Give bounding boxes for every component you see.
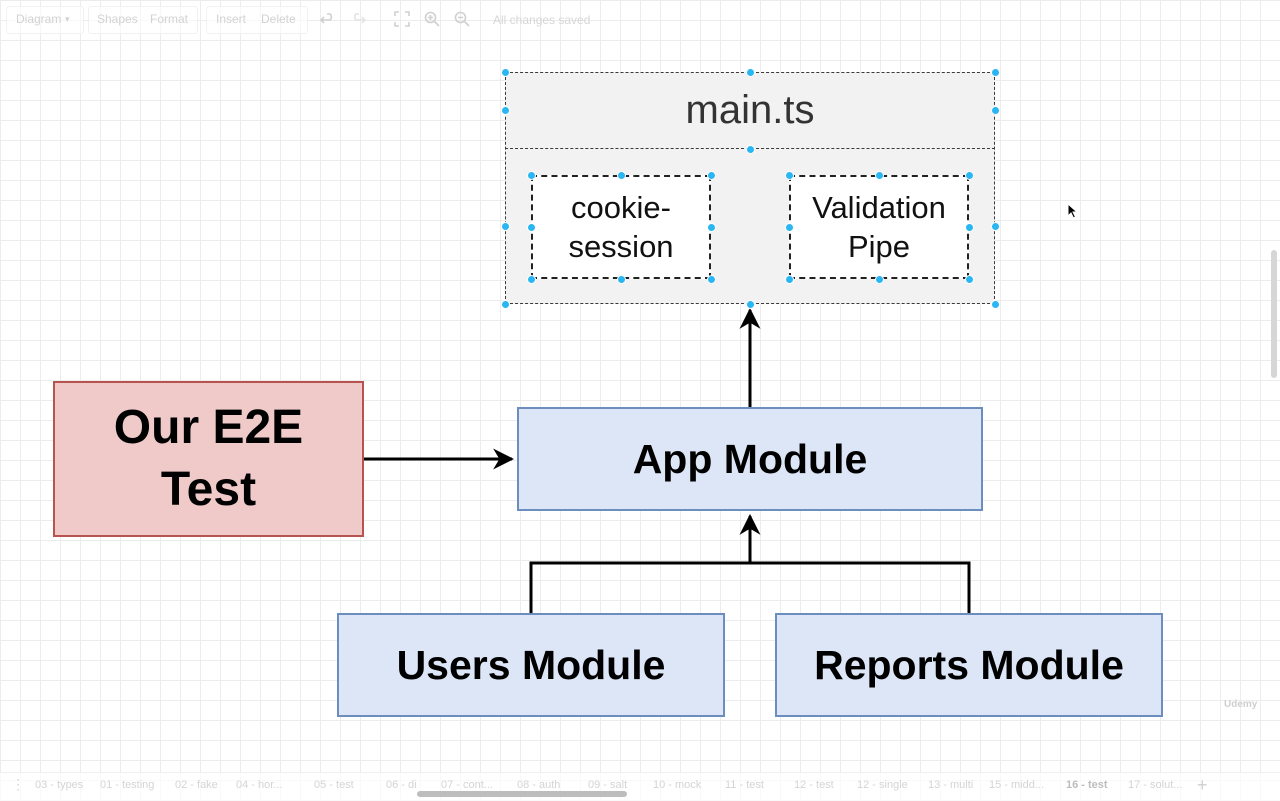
shapes-format-group bbox=[88, 6, 198, 34]
reports-module-label: Reports Module bbox=[814, 641, 1124, 688]
page-tab-active[interactable]: 16 - test bbox=[1066, 779, 1108, 791]
app-module-label: App Module bbox=[632, 435, 868, 482]
selection-handle[interactable] bbox=[707, 171, 716, 180]
page-tab[interactable]: 04 - hor... bbox=[236, 779, 283, 791]
selection-handle[interactable] bbox=[991, 106, 1000, 115]
horizontal-scrollbar[interactable] bbox=[417, 791, 627, 797]
selection-handle[interactable] bbox=[617, 275, 626, 284]
users-module-box[interactable]: Users Module bbox=[337, 613, 725, 717]
page-tab[interactable]: 13 - multi bbox=[928, 779, 974, 791]
delete-button[interactable]: Delete bbox=[261, 12, 296, 26]
selection-handle[interactable] bbox=[707, 223, 716, 232]
selection-handle[interactable] bbox=[527, 223, 536, 232]
page-tab[interactable]: 17 - solut... bbox=[1128, 779, 1183, 791]
page-tab[interactable]: 07 - cont... bbox=[441, 779, 493, 791]
selection-handle[interactable] bbox=[707, 275, 716, 284]
zoom-out-icon[interactable] bbox=[454, 11, 470, 27]
page-tab[interactable]: 10 - mock bbox=[653, 779, 702, 791]
page-tab[interactable]: 05 - test bbox=[314, 779, 354, 791]
edge-users-to-app[interactable] bbox=[529, 513, 761, 613]
zoom-in-icon[interactable] bbox=[424, 11, 440, 27]
page-tab[interactable]: 09 - salt bbox=[588, 779, 628, 791]
main-ts-title[interactable]: main.ts bbox=[505, 72, 995, 149]
reports-module-box[interactable]: Reports Module bbox=[775, 613, 1163, 717]
chevron-down-icon: ▾ bbox=[65, 14, 70, 24]
cookie-session-box[interactable]: cookie- session bbox=[531, 175, 711, 279]
selection-handle[interactable] bbox=[875, 171, 884, 180]
selection-handle[interactable] bbox=[785, 171, 794, 180]
udemy-watermark: Udemy bbox=[1224, 699, 1258, 710]
page-tab[interactable]: 03 - types bbox=[35, 779, 84, 791]
selection-handle[interactable] bbox=[527, 171, 536, 180]
e2e-test-label-line1: Our E2E bbox=[113, 401, 304, 454]
page-tab[interactable]: 01 - testing bbox=[100, 779, 155, 791]
page-tab[interactable]: 08 - auth bbox=[517, 779, 561, 791]
shapes-button[interactable]: Shapes bbox=[97, 12, 138, 26]
selection-handle[interactable] bbox=[991, 300, 1000, 309]
selection-handle[interactable] bbox=[746, 300, 755, 309]
diagram-menu-button[interactable]: Diagram bbox=[16, 12, 62, 26]
selection-handle[interactable] bbox=[501, 222, 510, 231]
selection-handle[interactable] bbox=[746, 145, 755, 154]
more-icon[interactable]: ⋮ bbox=[11, 776, 25, 792]
selection-handle[interactable] bbox=[527, 275, 536, 284]
diagram-menu-group bbox=[6, 6, 84, 34]
e2e-test-label-line2: Test bbox=[160, 463, 257, 516]
format-button[interactable]: Format bbox=[150, 12, 189, 26]
selection-handle[interactable] bbox=[617, 171, 626, 180]
toolbar: Diagram ▾ Shapes Format Insert Delete Al… bbox=[0, 0, 1280, 40]
vertical-scrollbar[interactable] bbox=[1271, 250, 1277, 378]
edge-reports-to-app[interactable] bbox=[750, 561, 971, 613]
selection-handle[interactable] bbox=[501, 106, 510, 115]
redo-icon[interactable] bbox=[350, 11, 366, 27]
page-tab[interactable]: 06 - di bbox=[386, 779, 417, 791]
page-tab-bar: ⋮ 03 - types 01 - testing 02 - fake 04 -… bbox=[0, 772, 1280, 801]
selection-handle[interactable] bbox=[785, 223, 794, 232]
selection-handle[interactable] bbox=[501, 68, 510, 77]
selection-handle[interactable] bbox=[746, 68, 755, 77]
insert-button[interactable]: Insert bbox=[216, 12, 247, 26]
e2e-test-box[interactable]: Our E2E Test bbox=[53, 381, 364, 537]
undo-icon[interactable] bbox=[320, 11, 336, 27]
validation-pipe-box[interactable]: Validation Pipe bbox=[789, 175, 969, 279]
app-module-box[interactable]: App Module bbox=[517, 407, 983, 511]
selection-handle[interactable] bbox=[965, 275, 974, 284]
mouse-cursor-icon bbox=[1067, 203, 1079, 219]
page-tab[interactable]: 02 - fake bbox=[175, 779, 218, 791]
add-page-icon[interactable]: + bbox=[1197, 775, 1208, 795]
insert-delete-group bbox=[206, 6, 308, 34]
selection-handle[interactable] bbox=[965, 171, 974, 180]
validation-pipe-label-line1: Validation bbox=[812, 190, 946, 225]
selection-handle[interactable] bbox=[875, 275, 884, 284]
fullscreen-icon[interactable] bbox=[394, 11, 410, 27]
selection-handle[interactable] bbox=[991, 222, 1000, 231]
selection-handle[interactable] bbox=[991, 68, 1000, 77]
selection-handle[interactable] bbox=[965, 223, 974, 232]
users-module-label: Users Module bbox=[396, 641, 666, 688]
cookie-session-label-line2: session bbox=[568, 229, 674, 264]
cookie-session-label-line1: cookie- bbox=[571, 190, 671, 225]
page-tab[interactable]: 12 - single bbox=[857, 779, 908, 791]
save-status: All changes saved bbox=[493, 13, 591, 27]
validation-pipe-label-line2: Pipe bbox=[847, 229, 911, 264]
page-tab[interactable]: 15 - midd... bbox=[989, 779, 1045, 791]
page-tab[interactable]: 11 - test bbox=[725, 779, 764, 791]
selection-handle[interactable] bbox=[785, 275, 794, 284]
selection-handle[interactable] bbox=[501, 300, 510, 309]
page-tab[interactable]: 12 - test bbox=[794, 779, 834, 791]
